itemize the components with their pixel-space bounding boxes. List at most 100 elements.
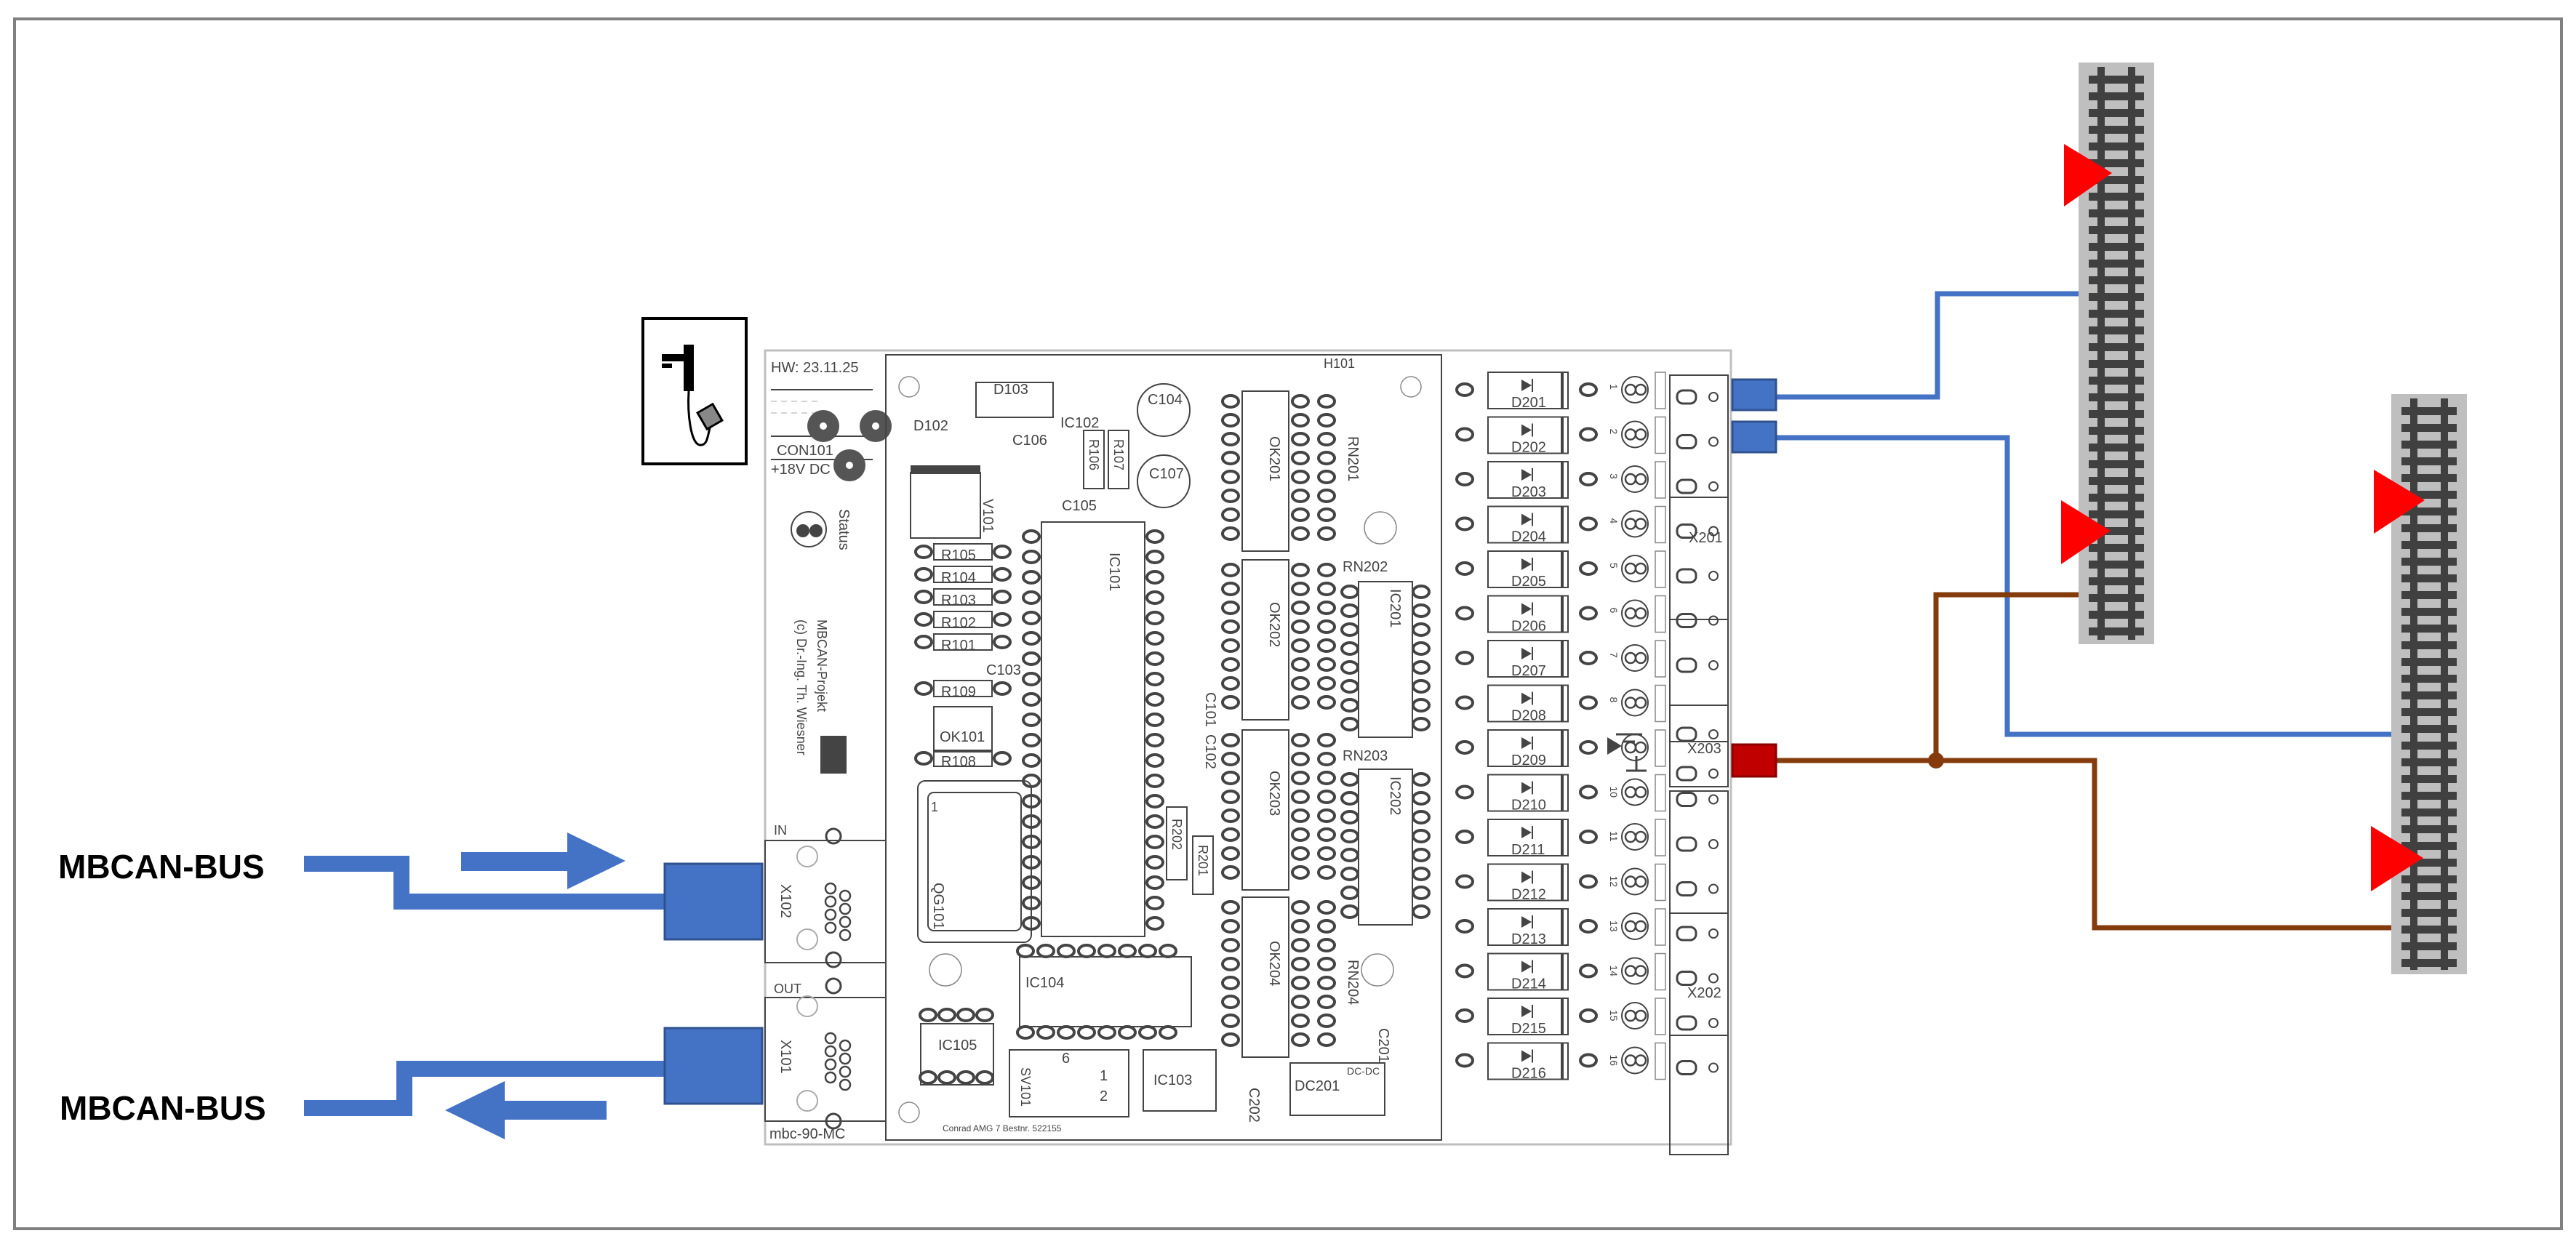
r103-label: R103 [941, 593, 976, 609]
c101-label: C101 [1202, 692, 1218, 727]
diode-d216: D216 16 [1455, 1042, 1666, 1082]
ic101-label: IC101 [1106, 553, 1122, 591]
r101-label: R101 [941, 638, 976, 654]
c201-label: C201 [1375, 1028, 1391, 1063]
terminal-blue-2[interactable] [1731, 420, 1777, 454]
pcb-outline [764, 349, 1732, 1146]
led-number: 4 [1608, 518, 1620, 524]
status-led [791, 511, 827, 547]
bus-in-arrow [461, 832, 625, 889]
terminal-red[interactable] [1731, 743, 1777, 778]
x101-label: X101 [777, 1040, 793, 1074]
diode-label: D214 [1511, 976, 1546, 992]
sv101-pin2: 2 [1100, 1088, 1108, 1104]
ic104-label: IC104 [1025, 975, 1064, 991]
diode-label: D211 [1511, 842, 1545, 858]
r106-label: R106 [1087, 439, 1101, 470]
project-author: (c) Dr.-Ing. Th. Wiesner [794, 619, 809, 755]
ok204-label: OK204 [1266, 941, 1282, 986]
bus-out-cable [304, 1061, 668, 1116]
r105-label: R105 [941, 547, 976, 563]
con101-label: CON101 [777, 443, 833, 459]
status-label: Status [836, 509, 852, 550]
diode-d208: D208 8 [1455, 684, 1666, 724]
rail-arrow-4 [2371, 826, 2423, 891]
bus-out-plug[interactable] [663, 1027, 764, 1105]
ok204-part [1241, 896, 1289, 1058]
wire-blue-2 [1776, 435, 2409, 737]
power-label: +18V DC [771, 462, 831, 478]
ic201-part [1358, 581, 1413, 738]
ok203-label: OK203 [1266, 771, 1282, 816]
bus-in-plug[interactable] [663, 862, 764, 941]
led-number: 8 [1608, 697, 1620, 703]
ic105-part [920, 1023, 994, 1086]
mbcan-bus-in-label: MBCAN-BUS [58, 848, 265, 886]
diode-label: D216 [1511, 1066, 1546, 1082]
sv101-part [1009, 1049, 1129, 1117]
c105-label: C105 [1062, 498, 1097, 514]
diode-d209: D2099 [1455, 729, 1666, 769]
project-name: MBCAN-Projekt [815, 619, 829, 712]
c107-label: C107 [1149, 466, 1184, 482]
c104-label: C104 [1148, 392, 1183, 408]
diode-d212: D212 12 [1455, 863, 1666, 903]
c103-label: C103 [986, 662, 1021, 678]
led-number: 14 [1608, 966, 1620, 977]
led-number: 11 [1608, 831, 1620, 842]
led-number: 1 [1608, 384, 1620, 390]
out-label: OUT [774, 982, 801, 996]
diode-label: D210 [1511, 798, 1546, 814]
led-number: 16 [1608, 1055, 1620, 1067]
x201-label: X201 [1689, 530, 1723, 546]
wire-blue-1 [1776, 291, 2095, 400]
diode-label: D208 [1511, 708, 1546, 724]
ok101-part [933, 706, 993, 753]
pcb-board: HW: 23.11.25 CON101 +18V DC Status MBCAN… [764, 349, 1732, 1155]
r109-label: R109 [941, 684, 976, 700]
bus-in-cable [304, 856, 668, 910]
terminal-blue-1[interactable] [1731, 378, 1777, 412]
d102-label: D102 [913, 418, 948, 434]
r104-label: R104 [941, 570, 976, 586]
controller-area [885, 354, 1442, 1141]
board-name: mbc-90-MC [769, 1126, 845, 1142]
mbcan-bus-out-label: MBCAN-BUS [60, 1089, 266, 1127]
qg101-label: QG101 [930, 883, 946, 929]
rn201-label: RN201 [1345, 436, 1361, 481]
diode-label: D205 [1511, 574, 1546, 590]
led-number: 15 [1608, 1010, 1620, 1022]
d103-part [975, 382, 1054, 418]
ok201-label: OK201 [1266, 436, 1282, 481]
r202-label: R202 [1169, 819, 1184, 850]
r102-label: R102 [941, 615, 976, 631]
dc201-label: DC201 [1295, 1078, 1340, 1094]
diode-label: D213 [1511, 931, 1546, 947]
hw-version: HW: 23.11.25 [771, 360, 858, 376]
diode-label: D209 [1511, 753, 1546, 769]
wire-junction [1928, 753, 1944, 769]
led-number: 7 [1608, 652, 1620, 658]
led-number: 12 [1608, 876, 1620, 888]
r201-label: R201 [1196, 845, 1210, 876]
ic103-part [1143, 1049, 1217, 1112]
c202-label: C202 [1246, 1088, 1262, 1123]
diode-label: D203 [1511, 484, 1546, 500]
ic102-label: IC102 [1060, 415, 1099, 431]
qg101-pin1: 1 [931, 800, 938, 814]
track-left [2079, 63, 2154, 644]
bus-out-arrow [445, 1081, 607, 1139]
r108-label: R108 [941, 754, 976, 770]
ic201-label: IC201 [1387, 589, 1403, 627]
h101-label: H101 [1324, 356, 1355, 371]
diode-label: D212 [1511, 887, 1546, 903]
diode-label: D201 [1511, 395, 1546, 411]
rn203-label: RN203 [1343, 748, 1388, 764]
sv101-pin1: 1 [1100, 1068, 1108, 1084]
